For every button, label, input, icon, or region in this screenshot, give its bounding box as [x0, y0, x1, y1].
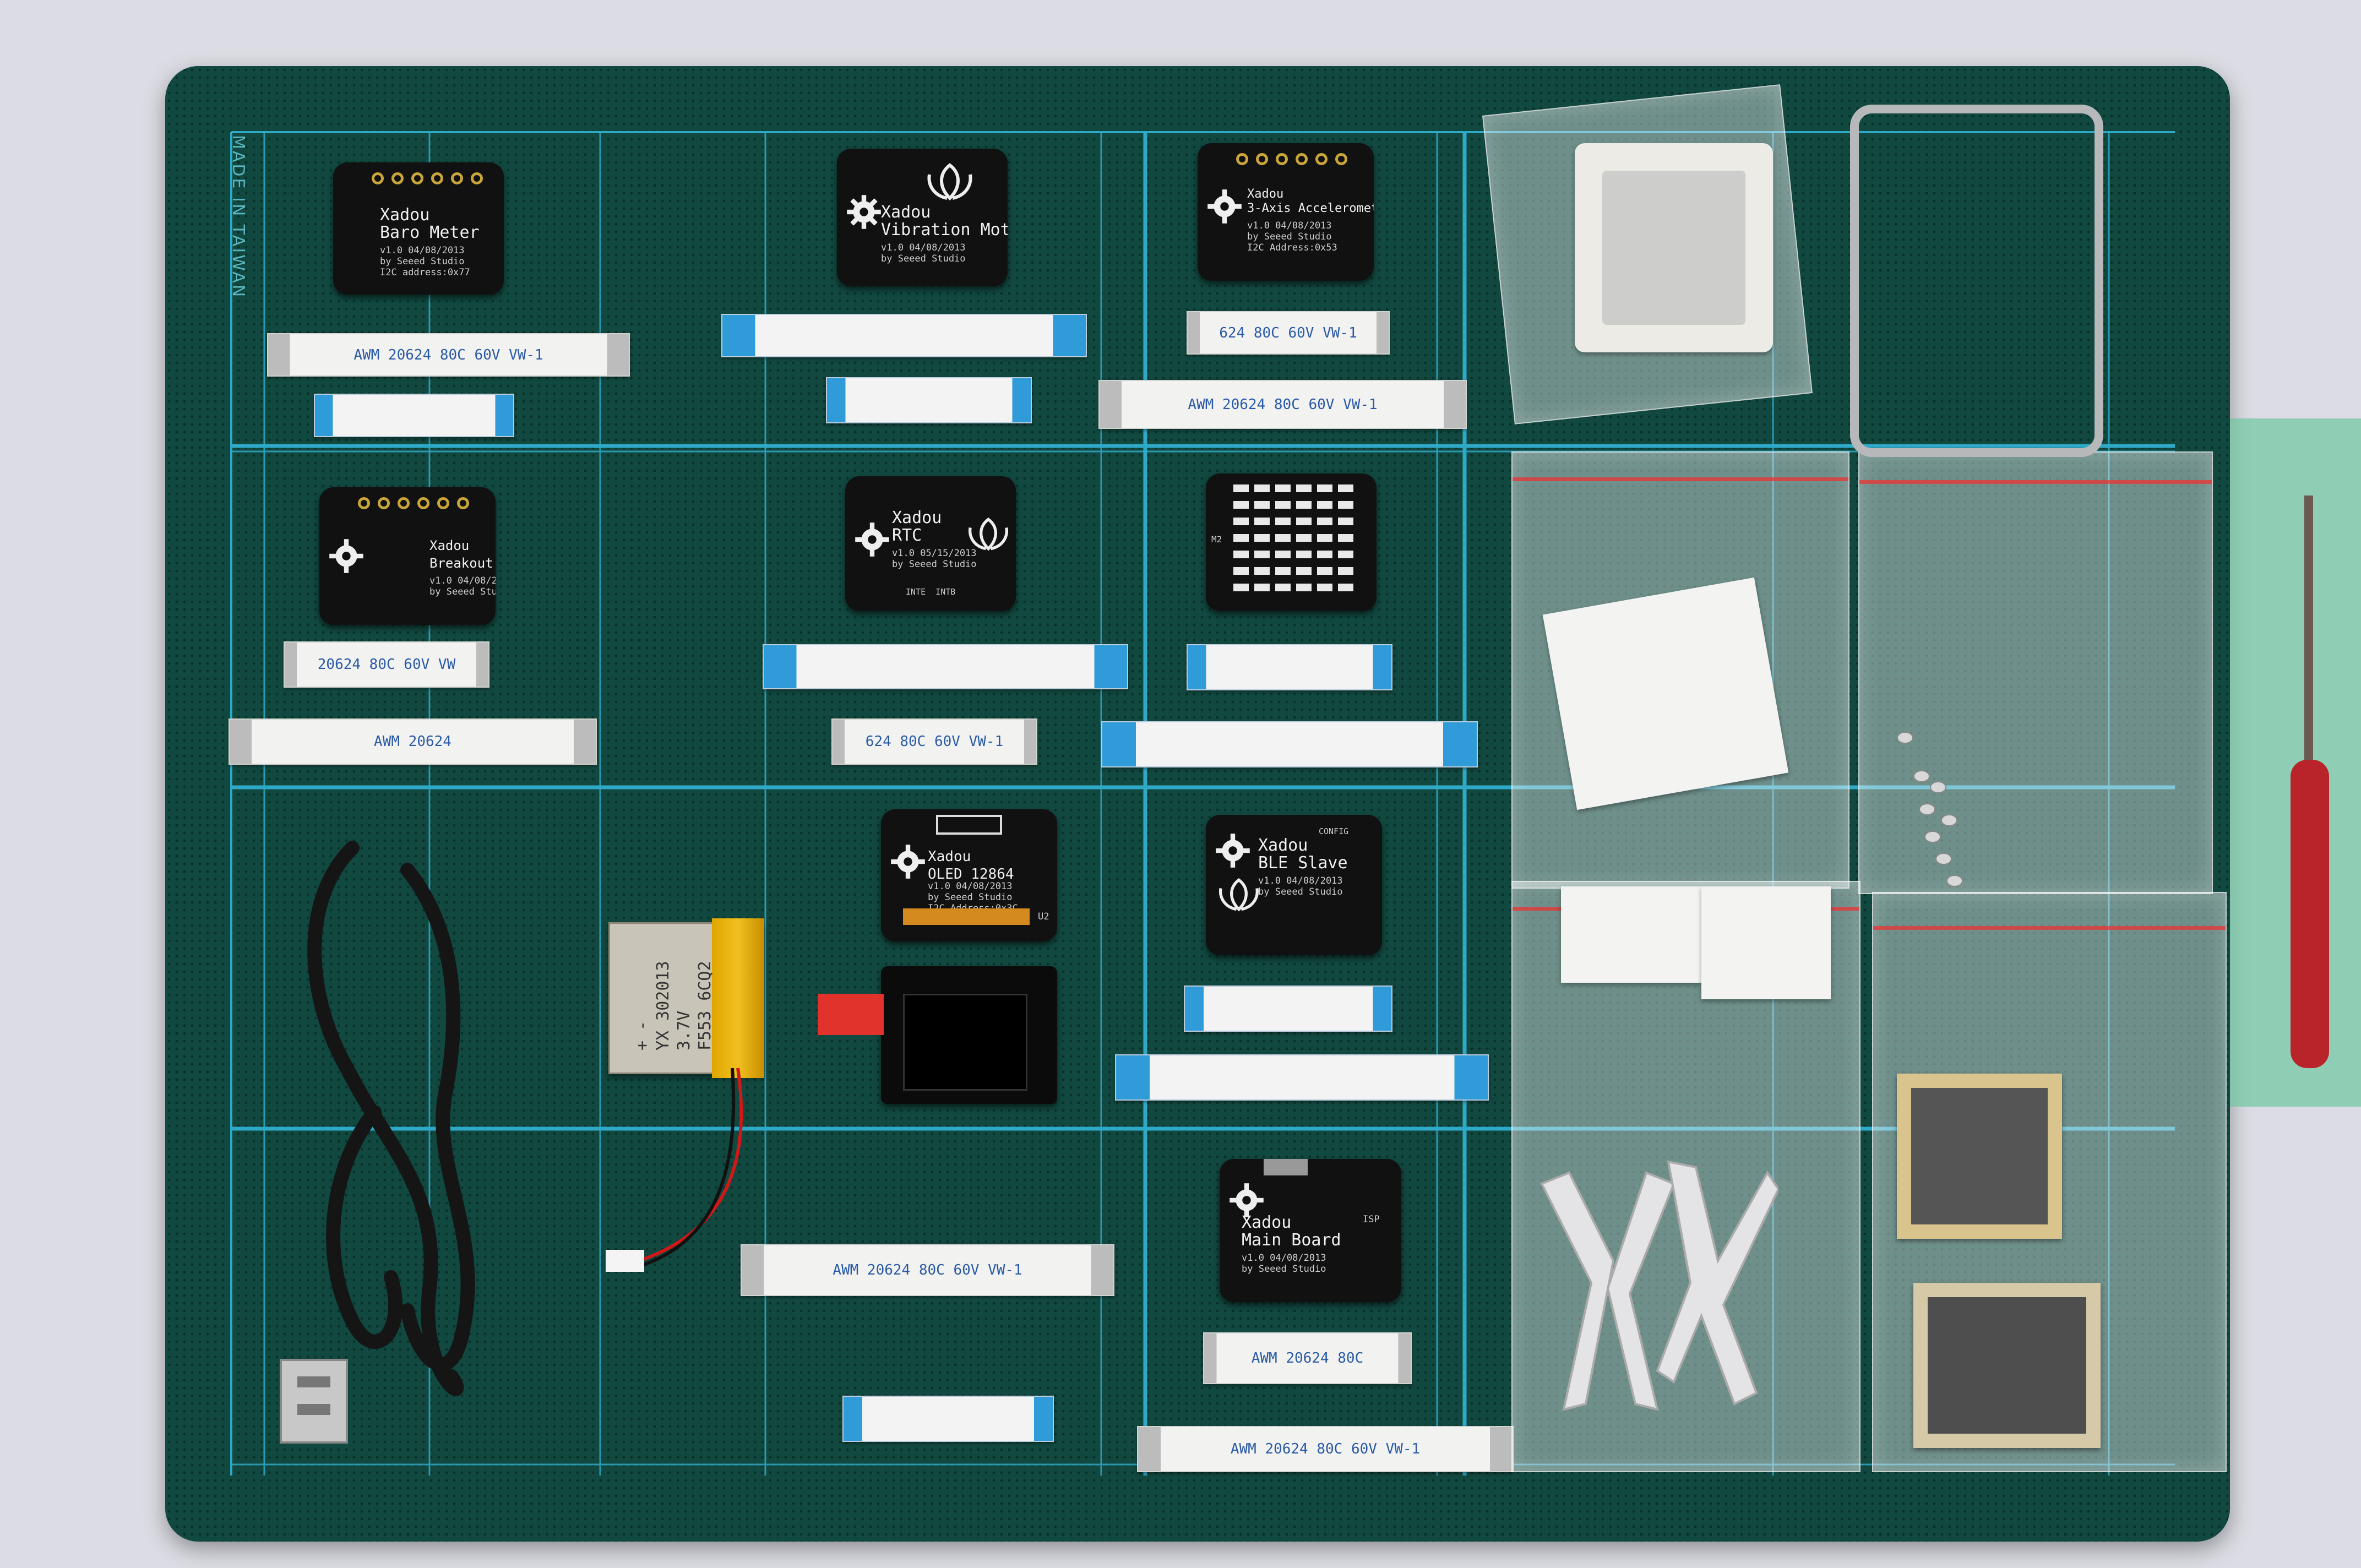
gear-icon	[329, 539, 363, 573]
usb-plug-icon	[280, 1359, 348, 1444]
ribbon-cable: AWM 20624 80C 60V VW-1	[267, 333, 630, 377]
ribbon-cable: AWM 20624	[229, 718, 597, 765]
usb-port	[1264, 1159, 1308, 1175]
main-subtitle: v1.0 04/08/2013 by Seeed Studio	[1242, 1253, 1326, 1275]
oled-title: Xadou OLED 12864	[928, 848, 1014, 883]
ribbon-cable	[826, 377, 1032, 423]
barometer-title: Xadou Baro Meter	[380, 205, 480, 242]
accelerometer-board: Xadou 3-Axis Accelerometer v1.0 04/08/20…	[1198, 143, 1374, 281]
rtc-pin-label: INTE INTB	[906, 587, 956, 597]
connector-outline	[936, 815, 1002, 835]
accelerometer-title: Xadou 3-Axis Accelerometer	[1247, 187, 1374, 215]
gear-icon	[1216, 834, 1250, 868]
gold-bezel	[1897, 1074, 2062, 1239]
lotus-icon	[1218, 878, 1259, 912]
enclosure-frame	[1575, 143, 1773, 352]
gear-icon	[847, 195, 881, 229]
breakout-subtitle: v1.0 04/08/2013 by Seeed Studio	[429, 575, 496, 597]
gear-icon	[855, 522, 889, 557]
ble-label: CONFIG	[1319, 826, 1349, 836]
gear-icon	[1230, 1183, 1264, 1217]
main-label: ISP	[1363, 1214, 1380, 1225]
ribbon-cable: 624 80C 60V VW-1	[1187, 311, 1390, 355]
pin-header	[372, 172, 483, 184]
battery-tape	[712, 918, 764, 1078]
ble-subtitle: v1.0 04/08/2013 by Seeed Studio	[1258, 875, 1343, 897]
metal-frame	[1850, 105, 2103, 457]
metal-brackets	[1540, 1160, 1778, 1411]
screwdriver-icon	[2291, 496, 2329, 1068]
rtc-title: Xadou RTC	[892, 508, 942, 545]
ribbon-cable	[1187, 644, 1392, 690]
main-title: Xadou Main Board	[1242, 1213, 1341, 1250]
lotus-icon	[968, 517, 1009, 551]
led-matrix-board: M2	[1206, 473, 1377, 611]
pin-header	[1236, 153, 1347, 165]
ribbon-cable: AWM 20624 80C	[1203, 1332, 1412, 1384]
gold-bezel	[1913, 1283, 2101, 1448]
ribbon-cable	[1115, 1054, 1489, 1101]
oled-glass	[903, 994, 1027, 1091]
battery-wires	[606, 1068, 743, 1272]
main-board: Xadou Main Board v1.0 04/08/2013 by Seee…	[1220, 1159, 1401, 1302]
led-matrix	[1233, 484, 1353, 591]
ribbon-cable	[314, 394, 514, 437]
ble-board: Xadou BLE Slave v1.0 04/08/2013 by Seeed…	[1206, 815, 1382, 955]
oled-flex-connector	[903, 908, 1030, 925]
mat-side-text: MADE IN TAIWAN	[229, 135, 248, 299]
ribbon-cable	[721, 314, 1087, 357]
ribbon-cable: 20624 80C 60V VW	[284, 641, 489, 688]
gear-icon	[891, 845, 925, 879]
rtc-board: Xadou RTC v1.0 05/15/2013 by Seeed Studi…	[845, 476, 1016, 611]
usb-cable	[280, 841, 475, 1444]
ribbon-cable: AWM 20624 80C 60V VW-1	[1098, 380, 1467, 429]
ribbon-cable	[763, 644, 1128, 689]
oled-display-panel	[881, 966, 1057, 1104]
plastic-bag	[1858, 451, 2213, 894]
protective-film-tab	[818, 994, 884, 1035]
barometer-subtitle: v1.0 04/08/2013 by Seeed Studio I2C addr…	[380, 245, 470, 278]
ribbon-cable: AWM 20624 80C 60V VW-1	[1137, 1426, 1514, 1472]
lotus-icon	[927, 163, 972, 201]
ble-title: Xadou BLE Slave	[1258, 836, 1348, 873]
ribbon-cable: 624 80C 60V VW-1	[831, 718, 1037, 765]
breakout-board: Xadou Breakout v1.0 04/08/2013 by Seeed …	[319, 487, 496, 625]
oled-label: U2	[1038, 911, 1049, 922]
oled-board: Xadou OLED 12864 v1.0 04/08/2013 by Seee…	[881, 809, 1057, 941]
lipo-battery: + - YX 302013 3.7V F553 6CQ2	[608, 918, 764, 1078]
vibration-motor-board: Xadou Vibration Motor v1.0 04/08/2013 by…	[837, 149, 1008, 286]
vibration-subtitle: v1.0 04/08/2013 by Seeed Studio	[881, 242, 966, 264]
screws	[1897, 732, 1963, 887]
vibration-title: Xadou Vibration Motor	[881, 203, 1008, 239]
barometer-board: Xadou Baro Meter v1.0 04/08/2013 by Seee…	[333, 162, 504, 295]
ribbon-cable	[1101, 721, 1478, 767]
white-back-plate	[1542, 577, 1789, 810]
battery-label: + - YX 302013 3.7V F553 6CQ2	[633, 961, 715, 1050]
ribbon-cable	[842, 1396, 1054, 1442]
white-clip	[1701, 886, 1831, 999]
jst-connector	[606, 1250, 644, 1272]
accelerometer-subtitle: v1.0 04/08/2013 by Seeed Studio I2C Addr…	[1247, 220, 1337, 253]
ribbon-cable: AWM 20624 80C 60V VW-1	[741, 1244, 1114, 1296]
white-clip	[1561, 886, 1701, 983]
ribbon-cable	[1184, 986, 1392, 1032]
matrix-label: M2	[1211, 534, 1222, 545]
gear-icon	[1207, 189, 1242, 224]
rtc-subtitle: v1.0 05/15/2013 by Seeed Studio	[892, 548, 977, 570]
breakout-title: Xadou Breakout	[429, 538, 493, 571]
pin-header	[358, 497, 469, 509]
